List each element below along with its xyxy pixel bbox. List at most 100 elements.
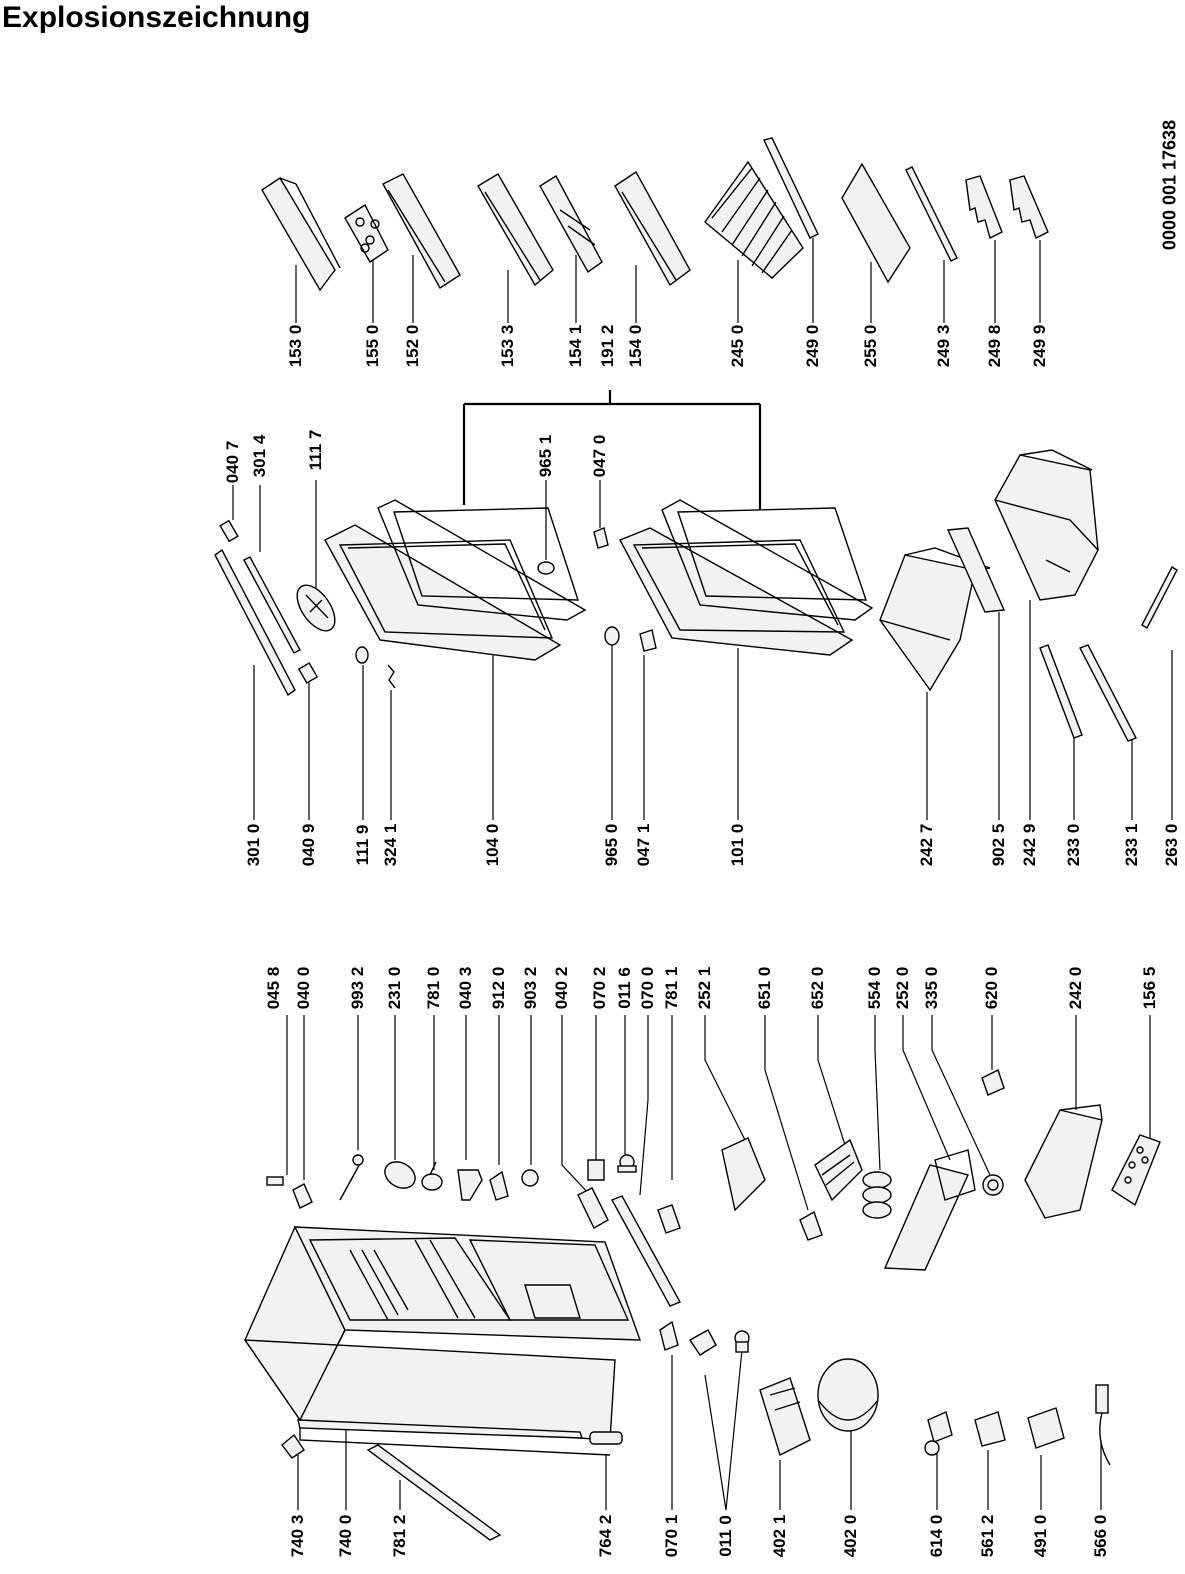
part-gasket-lower — [661, 499, 874, 621]
part-249-8-shelf-support — [965, 175, 1003, 240]
label-070-0: 070 0 — [638, 966, 657, 1010]
part-651-0-relay — [799, 1210, 823, 1241]
part-263-0-rod — [1141, 566, 1178, 629]
part-111-9-cap — [355, 646, 369, 664]
part-cabinet-body — [243, 1225, 642, 1456]
label-566-0: 566 0 — [1091, 1514, 1110, 1558]
part-566-0-power-cord — [1095, 1384, 1111, 1466]
part-902-5-drawer-cover-strip — [946, 527, 1006, 613]
part-614-0-overload-protector — [924, 1411, 953, 1456]
label-156-5: 156 5 — [1140, 966, 1159, 1010]
part-040-0-bracket — [292, 1183, 313, 1209]
label-252-0: 252 0 — [893, 966, 912, 1010]
part-252-1-evaporator-tray — [721, 1137, 766, 1212]
part-764-2-roller — [589, 1431, 623, 1445]
label-154-0: 154 0 — [626, 324, 645, 368]
label-242-0: 242 0 — [1066, 966, 1085, 1010]
leader-lines-top-row — [232, 238, 1041, 590]
part-047-0-hinge — [593, 527, 609, 549]
part-252-0-condenser-tray — [883, 1149, 976, 1271]
label-781-1: 781 1 — [662, 966, 681, 1010]
part-011-0-screws — [688, 1329, 750, 1356]
part-965-1-knob — [537, 561, 555, 575]
part-101-0-lower-door — [619, 527, 854, 656]
part-402-1-compressor-mount — [759, 1377, 811, 1456]
label-965-0: 965 0 — [602, 823, 621, 867]
part-070-2-plug — [587, 1159, 605, 1181]
part-154-1-door-rack-cover — [539, 175, 603, 274]
label-740-0: 740 0 — [336, 1514, 355, 1558]
part-040-9-clip — [297, 662, 319, 684]
part-912-0-thermostat-knob — [489, 1170, 509, 1201]
part-011-6-screw — [617, 1154, 637, 1173]
part-740-3-foot — [281, 1433, 305, 1459]
part-554-0-spring-coil — [862, 1171, 892, 1219]
part-620-0-clip — [981, 1069, 1005, 1096]
label-011-0: 011 0 — [716, 1515, 735, 1557]
part-993-2-sensor — [339, 1154, 364, 1201]
label-764-2: 764 2 — [596, 1514, 615, 1558]
part-153-0-door-shelf — [261, 177, 341, 292]
label-233-0: 233 0 — [1064, 823, 1083, 867]
part-231-0-lamp-cover — [384, 1161, 416, 1189]
part-104-0-upper-door — [324, 524, 562, 661]
part-245-0-wire-shelf — [704, 160, 804, 279]
label-301-4: 301 4 — [250, 434, 269, 478]
label-152-0: 152 0 — [403, 324, 422, 368]
part-255-0-glass-shelf — [841, 162, 911, 284]
part-781-2-rail — [366, 1444, 502, 1541]
page-title: Explosionszeichnung — [2, 1, 311, 34]
label-047-0: 047 0 — [590, 434, 609, 478]
part-153-3-door-rack — [477, 173, 554, 287]
label-781-2: 781 2 — [390, 1514, 409, 1558]
part-155-0-egg-tray — [344, 203, 389, 263]
label-965-1: 965 1 — [536, 434, 555, 478]
label-614-0: 614 0 — [927, 1514, 946, 1558]
part-233-1-drawer-rail — [1079, 644, 1137, 742]
label-249-9: 249 9 — [1030, 324, 1049, 368]
label-993-2: 993 2 — [348, 966, 367, 1010]
leader-lines-lower-right — [286, 1015, 1151, 1211]
label-040-9: 040 9 — [299, 823, 318, 867]
part-249-3-shelf-trim — [905, 166, 958, 262]
label-249-3: 249 3 — [934, 324, 953, 368]
label-903-2: 903 2 — [521, 966, 540, 1010]
part-740-0-base-strip — [297, 1419, 583, 1439]
label-781-0: 781 0 — [424, 966, 443, 1010]
part-301-4-hinge-strip — [243, 556, 301, 654]
label-040-2: 040 2 — [552, 966, 571, 1010]
part-040-2-bracket — [577, 1187, 609, 1229]
label-070-1: 070 1 — [662, 1514, 681, 1558]
part-301-0-hinge-cover — [214, 548, 296, 697]
part-047-1-hinge — [639, 629, 657, 652]
label-191-2: 191 2 — [598, 324, 617, 368]
label-242-7: 242 7 — [917, 823, 936, 867]
label-491-0: 491 0 — [1031, 1514, 1050, 1558]
part-070-1-cover — [659, 1320, 679, 1351]
part-152-0-door-rack — [382, 173, 461, 289]
label-101-0: 101 0 — [728, 823, 747, 867]
part-242-9-freezer-drawer — [994, 449, 1099, 601]
part-965-1-gasket-upper — [377, 499, 587, 621]
label-070-2: 070 2 — [590, 966, 609, 1010]
part-965-0-cap — [604, 626, 620, 646]
label-554-0: 554 0 — [865, 966, 884, 1010]
label-561-2: 561 2 — [978, 1514, 997, 1558]
label-111-7: 111 7 — [306, 429, 325, 471]
label-335-0: 335 0 — [922, 966, 941, 1010]
label-324-1: 324 1 — [381, 823, 400, 867]
label-252-1: 252 1 — [695, 966, 714, 1010]
label-154-1: 154 1 — [566, 324, 585, 368]
part-491-0-cover — [1027, 1407, 1065, 1449]
label-249-8: 249 8 — [985, 324, 1004, 368]
part-111-7-door-handle — [296, 584, 336, 632]
label-155-0: 155 0 — [363, 324, 382, 368]
label-153-0: 153 0 — [286, 324, 305, 368]
label-402-0: 402 0 — [841, 1514, 860, 1558]
label-231-0: 231 0 — [385, 966, 404, 1010]
part-335-0-seal — [982, 1174, 1004, 1196]
label-153-3: 153 3 — [498, 324, 517, 368]
label-233-1: 233 1 — [1122, 823, 1141, 867]
part-781-1-roller — [657, 1204, 681, 1234]
